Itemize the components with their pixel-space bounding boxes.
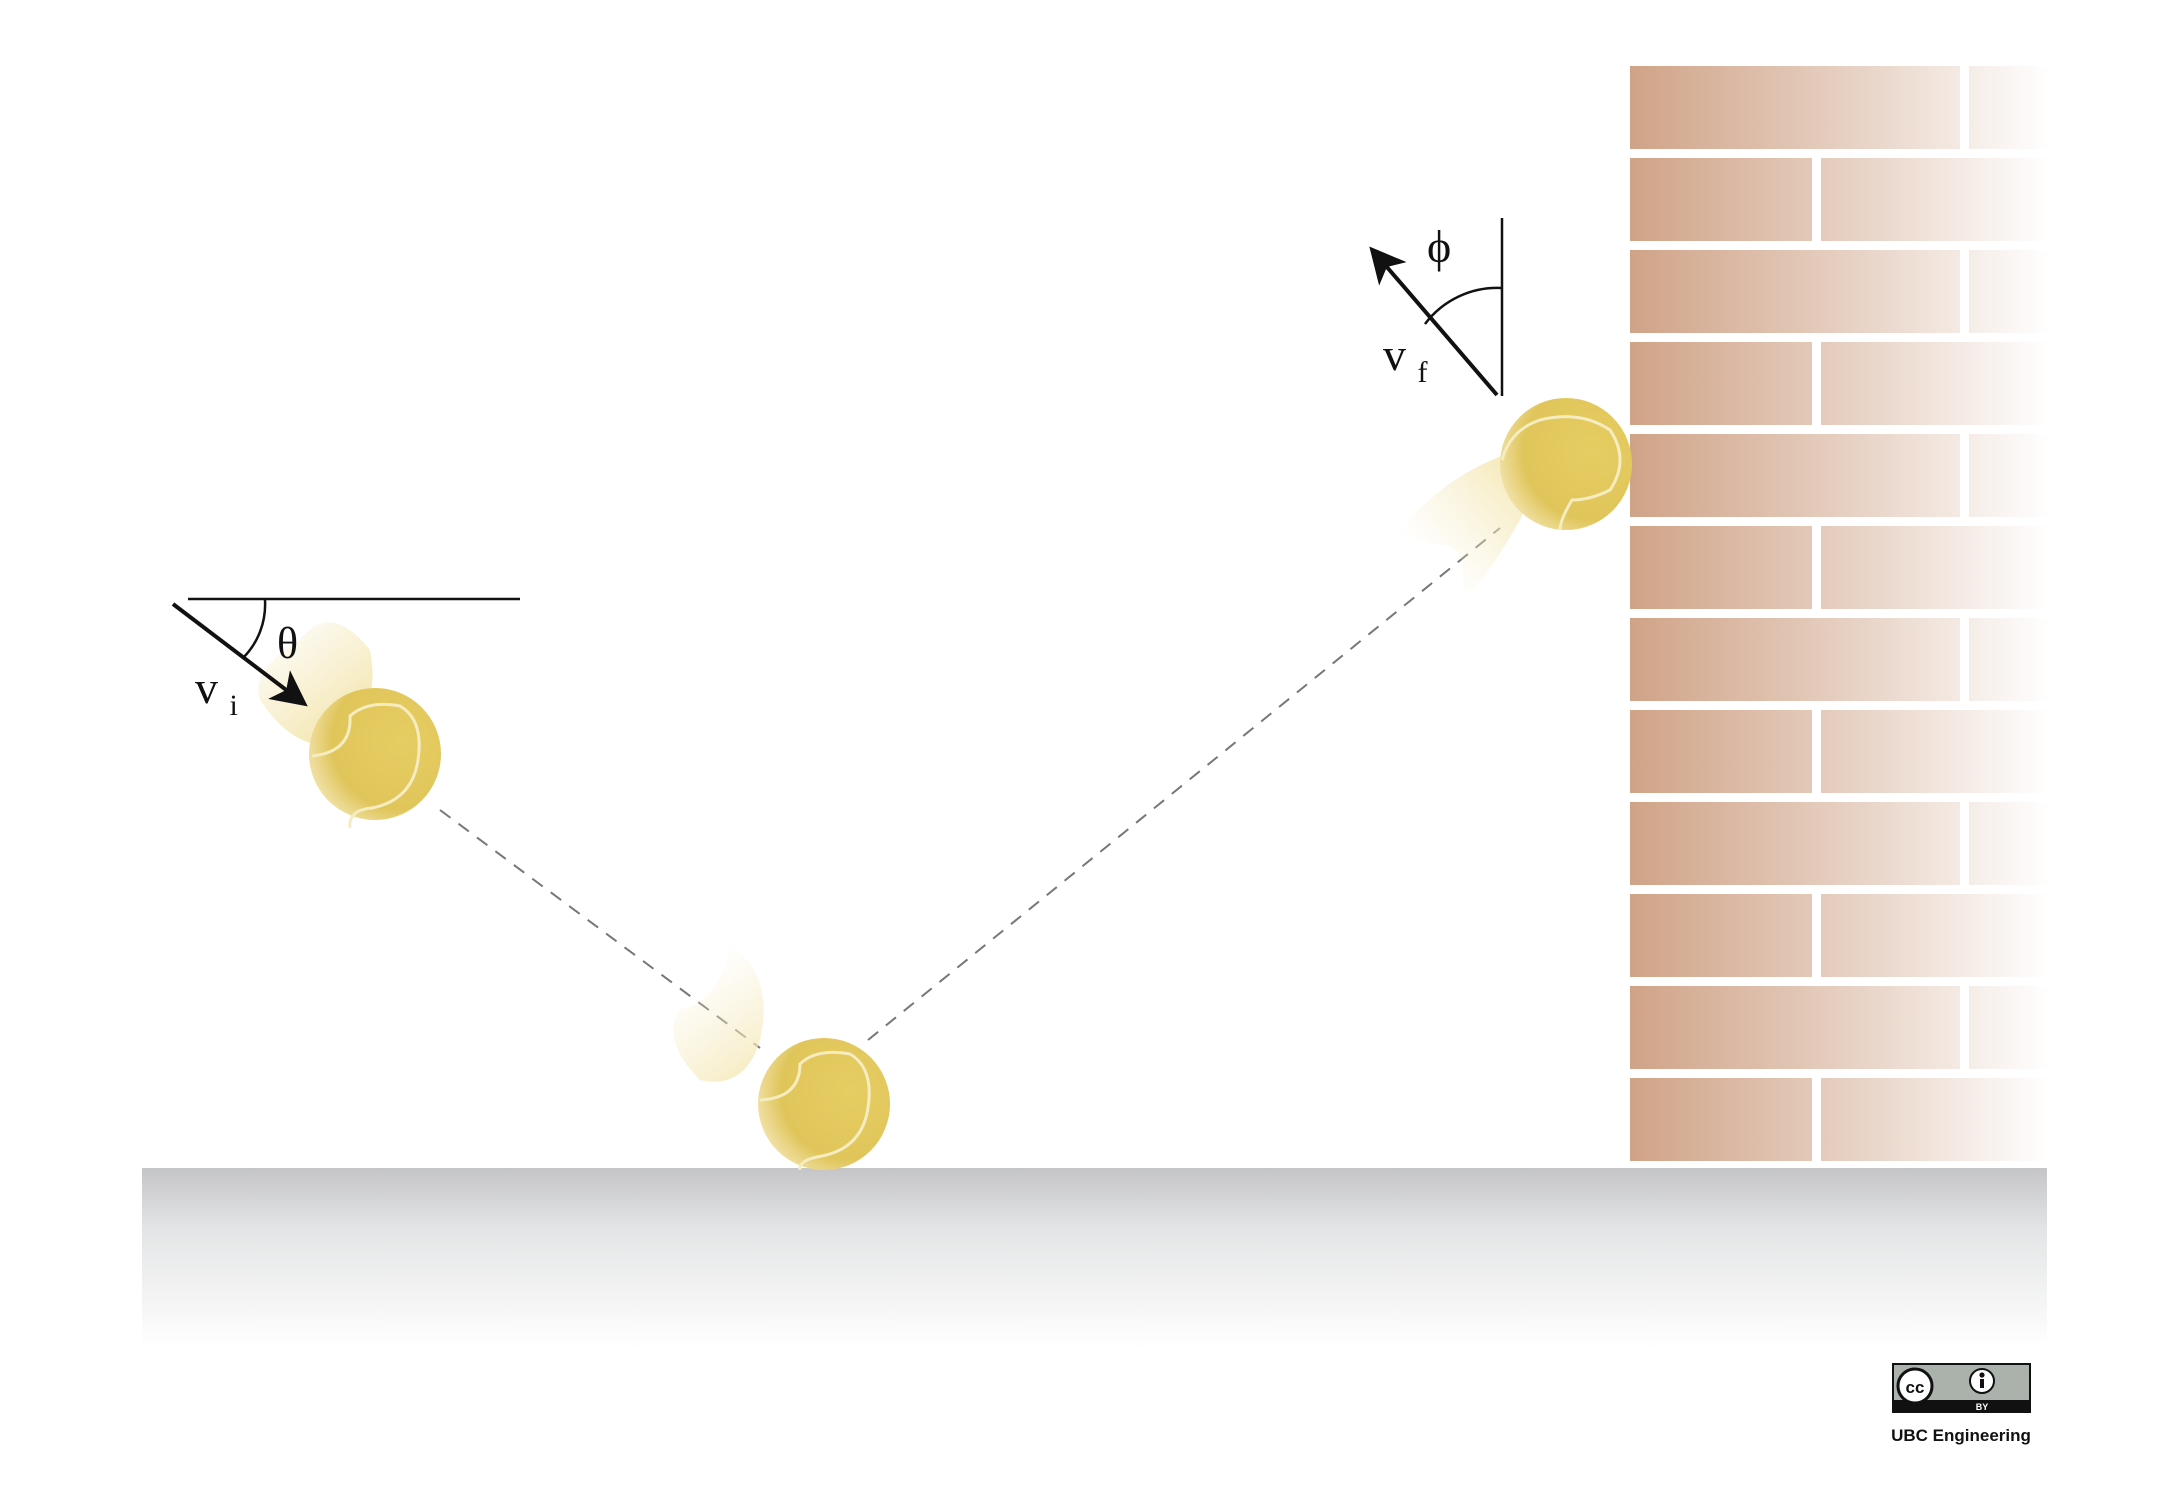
brick [1630, 986, 1960, 1069]
license-badge: cc BY UBC Engineering [1891, 1363, 2031, 1445]
brick [1630, 250, 1960, 333]
svg-text:v i: v i [195, 662, 238, 722]
cc-icon-text: cc [1906, 1378, 1925, 1397]
brick [1821, 526, 2050, 609]
brick [1969, 986, 2050, 1069]
tennis-ball-incoming [258, 622, 441, 829]
phi-angle-arc [1423, 286, 1503, 325]
brick [1821, 158, 2050, 241]
incoming-velocity-arrow [171, 602, 308, 707]
brick [1969, 66, 2050, 149]
brick [1630, 342, 1812, 425]
final-velocity-arrow [1369, 246, 1499, 397]
brick [1821, 342, 2050, 425]
v-final-subscript: f [1418, 356, 1428, 389]
incoming-velocity-annotation: θ v i [171, 597, 520, 722]
brick [1969, 618, 2050, 701]
final-velocity-annotation: ϕ v f [1369, 218, 1504, 397]
brick [1630, 526, 1812, 609]
brick [1969, 250, 2050, 333]
tennis-ball-bounce [673, 945, 890, 1171]
brick-wall [1630, 66, 2050, 1161]
brick [1630, 618, 1960, 701]
brick [1969, 802, 2050, 885]
credit-text: UBC Engineering [1891, 1426, 2031, 1445]
phi-label: ϕ [1427, 221, 1451, 272]
svg-text:v f: v f [1383, 329, 1428, 389]
brick [1630, 66, 1960, 149]
brick [1630, 434, 1960, 517]
theta-label: θ [277, 619, 298, 668]
ball-trajectory [439, 527, 1501, 1049]
cc-icon [1896, 1367, 1934, 1405]
theta-angle-arc [242, 599, 267, 659]
brick [1821, 1078, 2050, 1161]
brick [1630, 1078, 1812, 1161]
v-initial-label: v [195, 662, 218, 713]
brick [1630, 158, 1812, 241]
brick [1630, 710, 1812, 793]
brick [1821, 894, 2050, 977]
v-initial-subscript: i [230, 689, 238, 722]
brick [1969, 434, 2050, 517]
by-label: BY [1976, 1402, 1989, 1412]
brick [1821, 710, 2050, 793]
tennis-ball-wall [1400, 398, 1632, 600]
brick [1630, 894, 1812, 977]
brick [1630, 802, 1960, 885]
v-final-label: v [1383, 329, 1406, 380]
ground [142, 1168, 2047, 1348]
